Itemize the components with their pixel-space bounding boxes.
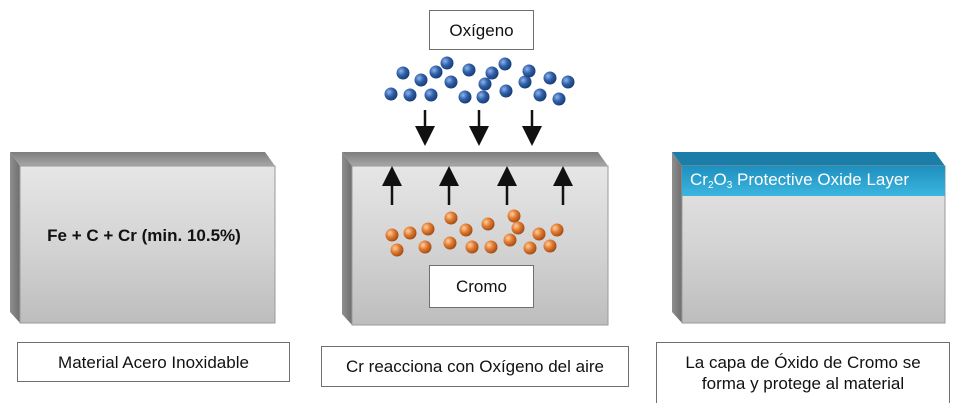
steel-block-middle-side [342, 152, 352, 325]
oxygen-atom [561, 75, 575, 89]
caption-oxide-protects: La capa de Óxido de Cromo se forma y pro… [656, 342, 950, 403]
oxygen-atom [414, 73, 428, 87]
oxide-layer [682, 166, 945, 196]
oxide-layer-label: Cr2O3 Protective Oxide Layer [690, 170, 909, 191]
oxygen-atom [518, 75, 532, 89]
oxygen-atom-cluster [384, 56, 575, 106]
caption-oxide-protects-line1: La capa de Óxido de Cromo se [685, 353, 921, 372]
chromium-atom [390, 243, 404, 257]
oxygen-atom [498, 57, 512, 71]
caption-cr-reacts-text: Cr reacciona con Oxígeno del aire [346, 357, 604, 376]
oxygen-label: Oxígeno [449, 20, 514, 40]
chromium-atom [532, 227, 546, 241]
chromium-atom [421, 222, 435, 236]
chromium-atom [481, 217, 495, 231]
chromium-atom [385, 228, 399, 242]
chromium-atom [511, 221, 525, 235]
chromium-atom [484, 240, 498, 254]
chromium-atom [444, 211, 458, 225]
oxygen-atom [384, 87, 398, 101]
oxygen-atom [478, 77, 492, 91]
downward-arrows [415, 110, 542, 146]
oxide-formula-sub2: 3 [726, 180, 733, 191]
chromium-atom [503, 233, 517, 247]
chromium-atom [443, 236, 457, 250]
oxide-layer-top [672, 152, 945, 166]
chromium-atom [543, 239, 557, 253]
steel-block-left-top [10, 152, 275, 166]
caption-oxide-protects-line2: forma y protege al material [701, 374, 905, 393]
steel-block-left-front [19, 165, 276, 324]
oxide-formula-cr: Cr [690, 170, 708, 189]
oxygen-atom [424, 88, 438, 102]
oxygen-atom [440, 56, 454, 70]
caption-stainless-steel-text: Material Acero Inoxidable [58, 352, 249, 372]
upward-arrows [382, 166, 573, 205]
oxide-formula-sub1: 2 [707, 180, 714, 191]
steel-block-right-side [672, 152, 682, 323]
oxygen-atom [458, 90, 472, 104]
oxygen-label-box: Oxígeno [429, 10, 534, 50]
oxide-layer-text: Protective Oxide Layer [732, 170, 910, 189]
steel-block-middle-top [342, 152, 608, 166]
chromium-atom [523, 241, 537, 255]
chromium-atom [465, 240, 479, 254]
chromium-atom [550, 223, 564, 237]
oxygen-atom [522, 64, 536, 78]
chromium-atom [507, 209, 521, 223]
chromium-atom [403, 226, 417, 240]
chromium-atom [418, 240, 432, 254]
caption-stainless-steel: Material Acero Inoxidable [17, 342, 290, 382]
oxygen-atom [533, 88, 547, 102]
chromium-atom-cluster [385, 209, 564, 257]
steel-block-right [672, 152, 946, 324]
oxygen-atom [485, 66, 499, 80]
oxygen-atom [429, 65, 443, 79]
oxygen-atom [462, 63, 476, 77]
oxygen-atom [552, 92, 566, 106]
chromium-label: Cromo [455, 277, 507, 296]
caption-cr-reacts: Cr reacciona con Oxígeno del aire [321, 346, 629, 387]
steel-block-left [10, 152, 276, 324]
oxygen-atom [444, 75, 458, 89]
oxygen-atom [396, 66, 410, 80]
oxygen-atom [499, 84, 513, 98]
alloy-formula: Fe + C + Cr (min. 10.5%) [47, 226, 241, 245]
oxide-formula-o: O [713, 170, 727, 189]
oxygen-atom [543, 71, 557, 85]
chromium-atom [459, 223, 473, 237]
steel-block-left-side [10, 152, 20, 323]
oxygen-atom [403, 88, 417, 102]
chromium-label-box: Cromo [429, 265, 534, 308]
oxygen-atom [476, 90, 490, 104]
